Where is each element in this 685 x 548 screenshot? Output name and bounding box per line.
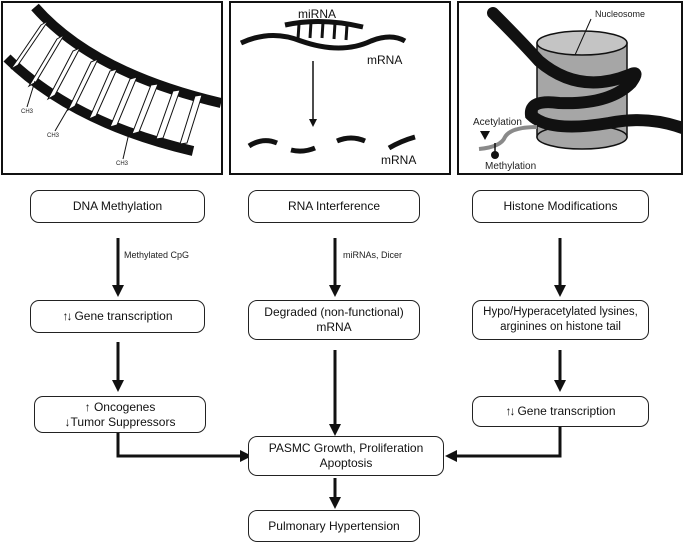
dna-methylation-title: DNA Methylation (72, 199, 163, 213)
tumor-suppressors-label: Tumor Suppressors (70, 414, 176, 429)
mrna-fragments (247, 134, 416, 154)
arrow-his-to-outcome (454, 427, 562, 458)
down-arrow-icon: ↓ (64, 414, 71, 429)
pasmc-line1: PASMC Growth, Proliferation (268, 441, 424, 455)
nucleosome-label: Nucleosome (595, 9, 646, 19)
histone-gene-transcription-box: ↑↓ Gene transcription (472, 396, 649, 427)
dna-strand-lower (3, 54, 195, 156)
rna-interference-box: RNA Interference (248, 190, 420, 223)
methylation-label: Methylation (485, 161, 537, 172)
rna-interference-title: RNA Interference (287, 199, 381, 213)
hypo-hyperacetylated-box: Hypo/Hyperacetylated lysines, arginines … (472, 300, 649, 340)
mrna-strand-top (239, 33, 407, 51)
mrna-bottom-label: mRNA (381, 153, 417, 167)
rna-interference-illustration: miRNA mRNA mRNA (229, 1, 451, 175)
pulmonary-hypertension-box: Pulmonary Hypertension (248, 510, 420, 542)
up-down-arrows-icon: ↑↓ (62, 309, 72, 323)
hypo-label-line2: arginines on histone tail (500, 321, 621, 333)
degraded-label-line2: mRNA (316, 320, 352, 334)
dna-strand-upper (31, 3, 221, 108)
ch3-label-2: CH3 (47, 133, 60, 139)
histone-modifications-title: Histone Modifications (503, 199, 618, 213)
degraded-mrna-box: Degraded (non-functional) mRNA (248, 300, 420, 340)
histone-modifications-box: Histone Modifications (472, 190, 649, 223)
mirnas-dicer-label: miRNAs, Dicer (343, 250, 403, 260)
dna-gene-transcription-label: Gene transcription (74, 309, 173, 323)
oncogenes-box: ↑ Oncogenes ↓Tumor Suppressors (34, 396, 206, 433)
pasmc-outcome-box: PASMC Growth, Proliferation Apoptosis (248, 436, 444, 476)
oncogenes-label: Oncogenes (93, 399, 156, 414)
pasmc-line2: Apoptosis (319, 456, 373, 470)
nucleosome-pointer (574, 18, 592, 56)
degraded-label-line1: Degraded (non-functional) (264, 305, 404, 319)
acetylation-label: Acetylation (473, 117, 522, 128)
pulmonary-hypertension-label: Pulmonary Hypertension (268, 518, 400, 533)
hypo-label-line1: Hypo/Hyperacetylated lysines, (483, 306, 638, 318)
mrna-top-label: mRNA (367, 53, 403, 67)
mirna-strand (284, 18, 364, 30)
dna-wrap (487, 7, 681, 134)
dna-methylation-box: DNA Methylation (30, 190, 205, 223)
up-arrow-icon: ↑ (84, 399, 91, 414)
dna-base-pairs (10, 20, 203, 145)
dna-gene-transcription-box: ↑↓ Gene transcription (30, 300, 205, 333)
mirna-label: miRNA (298, 7, 336, 21)
ch3-label-1: CH3 (21, 109, 34, 115)
mirna-bonds (296, 21, 349, 41)
acetylation-marker (480, 131, 490, 140)
histone-tail (478, 125, 538, 151)
histone-gene-transcription-label: Gene transcription (517, 404, 616, 418)
arrow-dna-to-outcome (116, 433, 243, 458)
histone-modification-illustration: Nucleosome Acetylation Methylation (457, 1, 683, 175)
ch3-label-3: CH3 (116, 161, 129, 167)
methylation-marker (491, 151, 499, 159)
up-down-arrows-icon-2: ↑↓ (505, 404, 515, 418)
dna-methylation-illustration: CH3 CH3 CH3 (1, 1, 223, 175)
methylated-cpg-label: Methylated CpG (124, 250, 190, 260)
methyl-tags (26, 80, 130, 160)
